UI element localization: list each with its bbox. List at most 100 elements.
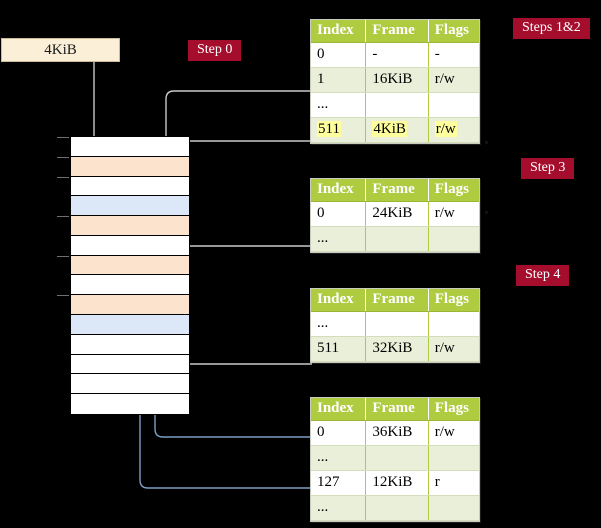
table-cell: 24KiB [365,201,429,227]
physical-memory-column [57,136,190,415]
badge-step-4-label: Step 4 [525,267,561,282]
table-cell: ... [311,311,367,337]
memory-frame-row [71,156,189,177]
memory-frame-row [71,176,189,197]
table-header-cell: Index [311,179,367,202]
highlighted-value: 4KiB [372,121,407,137]
table-row: ... [311,226,479,252]
table-header-cell: Frame [365,20,429,43]
memory-frame-row [71,295,189,316]
table-cell: 16KiB [365,67,429,93]
table-cell: 1 [311,67,367,93]
table-cell [428,311,479,337]
table-cell [365,311,429,337]
table-row: ... [311,92,479,118]
table-cell [428,92,479,118]
highlighted-value: 511 [317,121,341,137]
memory-frame-row [71,334,189,355]
table-cell: ... [311,92,367,118]
table-cell [428,495,479,521]
table-level-3-endpoint-dot [485,211,488,214]
memory-frame-tick [57,137,69,138]
table-cell [428,226,479,252]
table-cell: r/w [428,336,479,362]
table-cell: r [428,470,479,496]
table-row: 0-- [311,42,479,68]
memory-frame-tick [57,255,69,257]
source-frame-box: 4KiB [1,38,120,62]
table-cell: 4KiB [365,117,429,143]
table-row: ... [311,445,479,471]
memory-frame-tick [57,156,69,158]
table-header-cell: Index [311,20,367,43]
table-cell [365,445,429,471]
table-cell: 511 [311,117,367,143]
memory-frame-row [71,315,189,335]
table-cell: 0 [311,201,367,227]
table-cell: - [428,42,479,68]
table-cell: r/w [428,420,479,446]
badge-steps-1-2: Steps 1&2 [513,18,590,39]
table-cell: 511 [311,336,367,362]
table-cell: 32KiB [365,336,429,362]
table-row: ... [311,311,479,337]
badge-step-0-label: Step 0 [197,42,233,57]
badge-step-3: Step 3 [521,158,575,179]
memory-frame-row [71,374,189,395]
table-cell: r/w [428,117,479,143]
memory-frame-tick [57,216,69,218]
table-cell: ... [311,226,367,252]
memory-frame-row [71,235,189,256]
table-cell: ... [311,495,367,521]
table-cell: 36KiB [365,420,429,446]
memory-frame-row [71,394,189,414]
table-cell [365,495,429,521]
badge-steps-1-2-label: Steps 1&2 [522,20,581,35]
badge-step-0: Step 0 [188,40,242,61]
table-level-4-endpoint-dot [485,141,488,144]
table-cell: - [365,42,429,68]
memory-frame-row [71,137,189,157]
table-cell: 0 [311,42,367,68]
table-cell: r/w [428,67,479,93]
badge-step-4: Step 4 [516,265,570,286]
table-header-cell: Flags [428,20,479,43]
table-cell: 127 [311,470,367,496]
table-cell [365,226,429,252]
table-header-cell: Index [311,398,367,421]
table-cell: 0 [311,420,367,446]
table-cell [365,92,429,118]
table-row: 511 4KiB r/w [311,117,479,143]
memory-frame-tick [57,176,69,178]
highlighted-value: r/w [434,121,457,137]
memory-frame-row [71,216,189,236]
table-header-cell: Flags [428,179,479,202]
memory-frame-tick [57,295,69,297]
table-header-cell: Flags [428,398,479,421]
table-cell: r/w [428,201,479,227]
memory-frame-row [71,275,189,296]
table-header-cell: Frame [365,398,429,421]
badge-step-3-label: Step 3 [530,160,566,175]
table-cell [428,445,479,471]
table-row: ... [311,495,479,521]
table-cell: 12KiB [365,470,429,496]
source-frame-label: 4KiB [44,41,77,58]
memory-frame-row [71,354,189,375]
table-cell: ... [311,445,367,471]
table-header-cell: Frame [365,289,429,312]
table-header-cell: Flags [428,289,479,312]
memory-frame-row [71,196,189,217]
table-header-cell: Index [311,289,367,312]
table-header-cell: Frame [365,179,429,202]
